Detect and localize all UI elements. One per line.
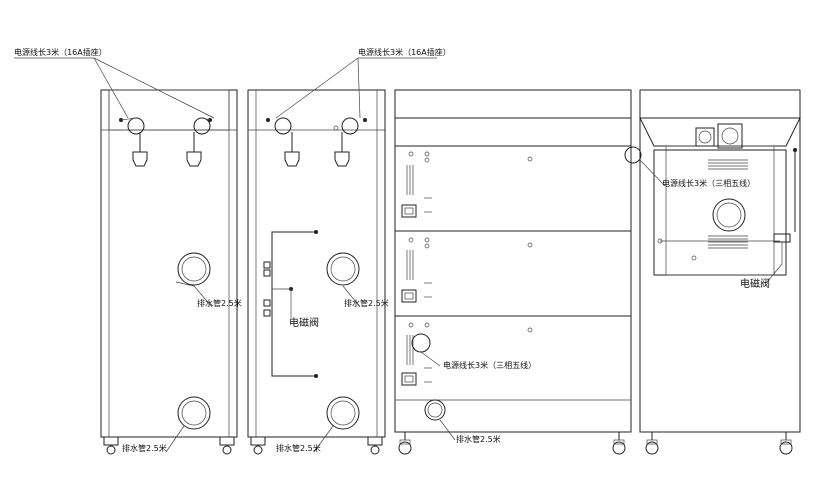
module-1 (401, 151, 533, 218)
side-view (639, 89, 801, 455)
label-drain-mid-1: 排水管2.5米 (197, 298, 242, 308)
rear-view-left (100, 89, 238, 455)
module-2 (401, 237, 533, 303)
annotations: 电源线长3米（16A插座） 电源线长3米（16A插座） 排水管2.5米 排水管2… (14, 47, 770, 453)
label-solenoid-valve-2: 电磁阀 (740, 277, 770, 290)
label-drain-bottom-1: 排水管2.5米 (122, 443, 167, 453)
leader-lines (14, 57, 783, 453)
label-solenoid-valve-1: 电磁阀 (289, 316, 319, 329)
label-drain-mid-2: 排水管2.5米 (344, 298, 389, 308)
front-view (394, 89, 642, 455)
label-power-3phase-front: 电源线长3米（三相五线） (443, 360, 536, 370)
label-power-16a-left: 电源线长3米（16A插座） (14, 47, 107, 57)
label-power-16a-right: 电源线长3米（16A插座） (358, 47, 451, 57)
label-drain-bottom-2: 排水管2.5米 (276, 443, 321, 453)
label-drain-bottom-3: 排水管2.5米 (456, 434, 501, 444)
rear-view-valve (247, 89, 386, 455)
module-3 (401, 322, 533, 386)
label-power-3phase-side: 电源线长3米（三相五线） (662, 178, 755, 188)
